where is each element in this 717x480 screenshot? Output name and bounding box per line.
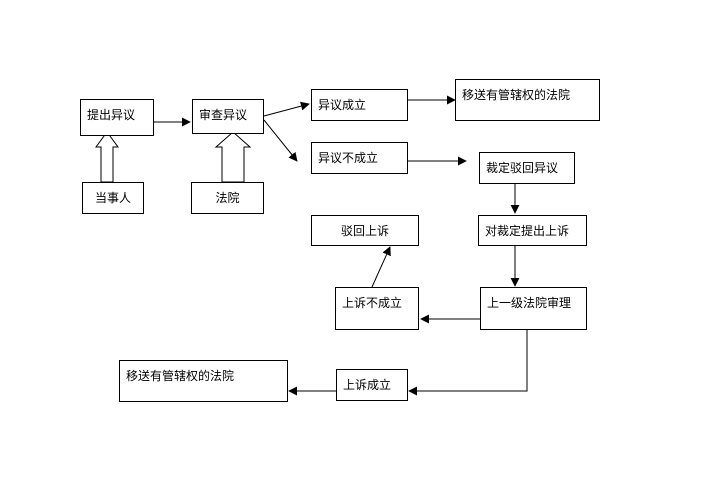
arrow-not-upheld-to-reject — [371, 246, 391, 288]
arrow-superior-to-appeal-upheld — [408, 330, 528, 396]
node-reject-appeal: 驳回上诉 — [311, 215, 419, 246]
node-appeal-upheld: 上诉成立 — [336, 369, 408, 401]
node-party: 当事人 — [82, 182, 144, 214]
node-appeal-against-ruling: 对裁定提出上诉 — [478, 215, 587, 246]
node-ruling-reject-objection: 裁定驳回异议 — [479, 152, 575, 184]
node-transfer-to-competent-court-top: 移送有管辖权的法院 — [455, 79, 600, 121]
node-superior-court-review: 上一级法院审理 — [480, 287, 587, 330]
arrow-review-to-upheld — [263, 101, 310, 117]
node-transfer-to-competent-court-bottom: 移送有管辖权的法院 — [119, 360, 288, 402]
node-raise-objection: 提出异议 — [80, 99, 154, 136]
arrow-review-to-not-upheld — [263, 119, 298, 162]
node-court: 法院 — [191, 182, 264, 214]
hollow-arrow-party-to-objection — [95, 131, 119, 183]
hollow-arrow-court-to-review — [214, 131, 252, 183]
node-appeal-not-upheld: 上诉不成立 — [335, 287, 419, 330]
node-objection-upheld: 异议成立 — [311, 89, 408, 121]
node-objection-not-upheld: 异议不成立 — [311, 142, 408, 174]
node-review-objection: 审查异议 — [192, 99, 264, 134]
